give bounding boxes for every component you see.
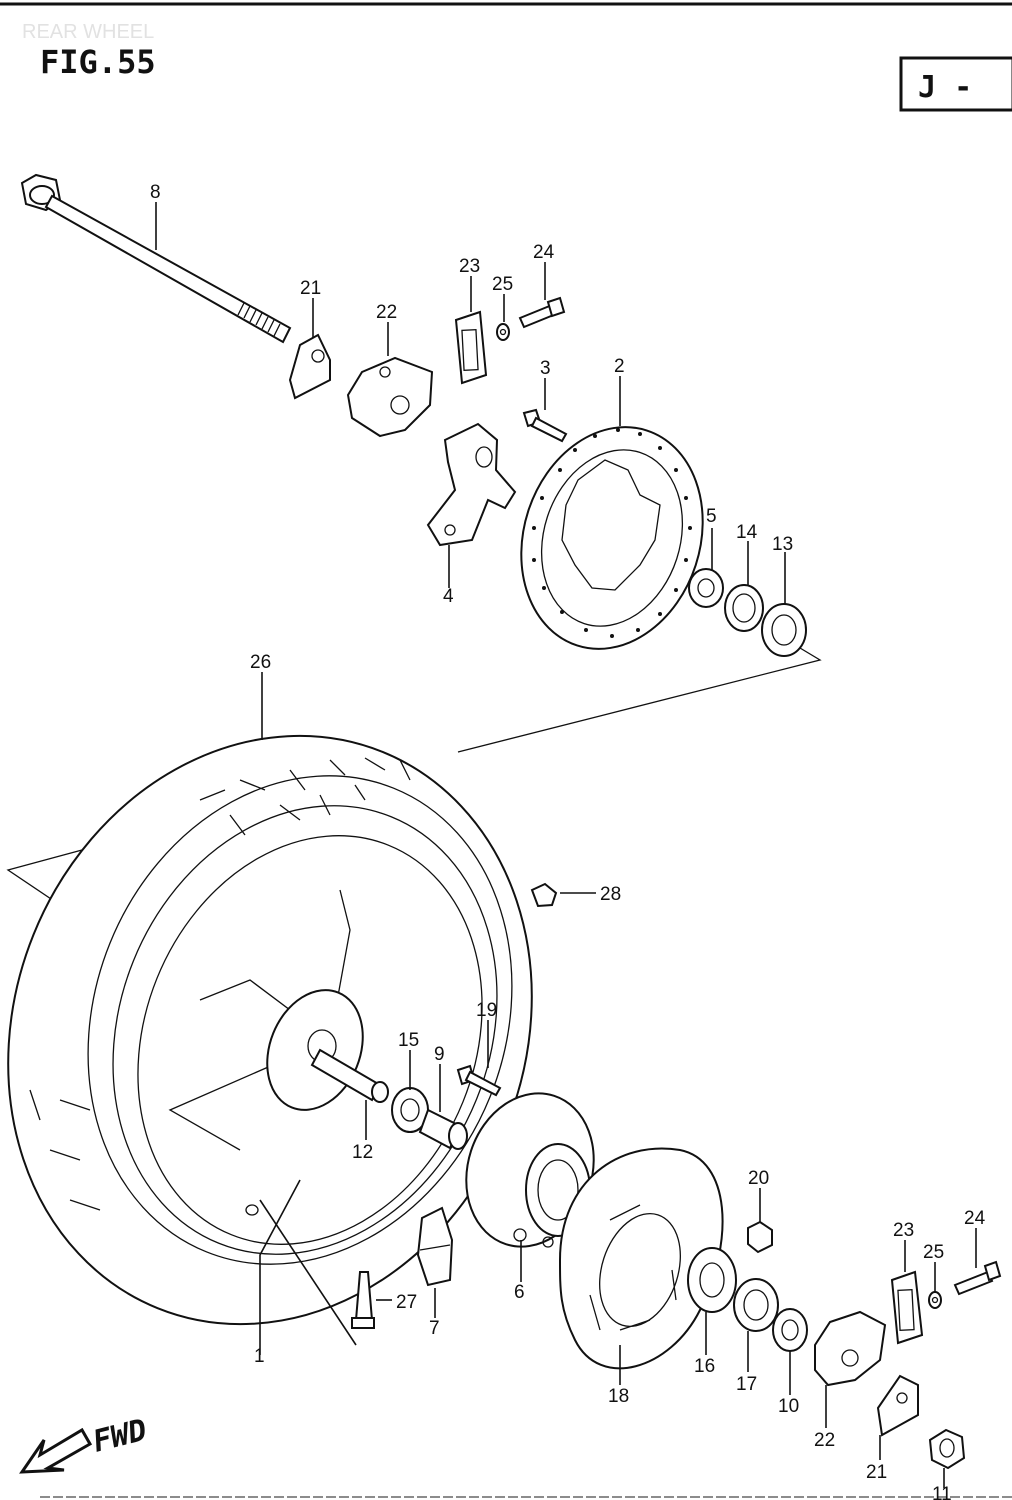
faint-title: REAR WHEEL [22,21,154,43]
disc-bolt [522,408,568,443]
callout-3: 3 [540,358,551,379]
variant-code-box: J - [899,56,1012,112]
callout-22-bottom: 22 [814,1430,835,1451]
callout-25-bottom: 25 [923,1242,944,1263]
callout-23-top: 23 [459,256,480,277]
variant-code: J - [918,70,972,105]
callout-13: 13 [772,534,793,555]
axle-nut-11 [928,1428,966,1470]
spacer-5 [688,568,724,608]
callout-6: 6 [514,1282,525,1303]
callout-10: 10 [778,1396,799,1417]
callout-21-top: 21 [300,278,321,299]
callout-25-top: 25 [492,274,513,295]
oil-seal-14 [724,584,764,632]
callout-27: 27 [396,1292,417,1313]
callout-28: 28 [600,884,621,905]
caliper-bracket [426,422,517,547]
callout-23-bottom: 23 [893,1220,914,1241]
stopper-bracket-bottom [814,1310,887,1387]
callout-19: 19 [476,1000,497,1021]
hub-damper-7 [416,1206,454,1287]
chain-adjuster-top [288,333,331,400]
callout-9: 9 [434,1044,445,1065]
callout-7: 7 [429,1318,440,1339]
callout-18: 18 [608,1386,629,1407]
bolt-top [518,296,566,329]
callout-2: 2 [614,356,625,377]
alignment-line-upper [457,647,822,753]
forward-arrow-icon [19,1427,93,1474]
callout-11: 11 [932,1484,952,1500]
callout-8: 8 [150,182,161,203]
callout-17: 17 [736,1374,757,1395]
balancer-28 [530,882,558,908]
spacer-9 [418,1108,468,1150]
callout-1: 1 [254,1346,265,1367]
spacer-10 [772,1308,808,1352]
bearing-13 [761,603,807,657]
callout-24-bottom: 24 [964,1208,986,1229]
callout-16: 16 [694,1356,715,1377]
chain-adjuster-bottom [876,1374,919,1437]
bolt-bottom [953,1260,1002,1296]
forward-direction-indicator: FWD [19,1413,151,1474]
callout-14: 14 [736,522,758,543]
callout-24-top: 24 [533,242,555,263]
callout-20: 20 [748,1168,769,1189]
callout-22-top: 22 [376,302,397,323]
oil-seal-17 [733,1278,779,1332]
tire-valve-27 [351,1271,375,1329]
tire-and-wheel [7,734,533,1326]
figure-label: FIG.55 [40,43,156,81]
callout-4: 4 [443,586,454,607]
callout-12: 12 [352,1142,373,1163]
brake-disc [520,426,704,650]
washer-top [496,323,510,341]
sprocket-nut-20 [747,1220,773,1254]
axle-shaft [20,173,292,344]
callout-15: 15 [398,1030,419,1051]
adjuster-plate-top [454,310,488,385]
callout-5: 5 [706,506,717,527]
forward-label: FWD [89,1413,150,1460]
alignment-line-left [6,849,83,906]
bearing-16 [687,1247,737,1313]
hub-spacer-12 [310,1048,389,1103]
leader-lines [155,202,977,1488]
stopper-bracket-top [346,356,434,438]
stud-bolt-19 [456,1064,502,1097]
callout-26: 26 [250,652,271,673]
washer-bottom [928,1291,942,1309]
callout-labels: 1 2 3 4 5 6 7 8 9 10 11 12 13 14 15 16 1… [150,182,986,1500]
adjuster-plate-bottom [890,1270,924,1345]
callout-21-bottom: 21 [866,1462,887,1483]
